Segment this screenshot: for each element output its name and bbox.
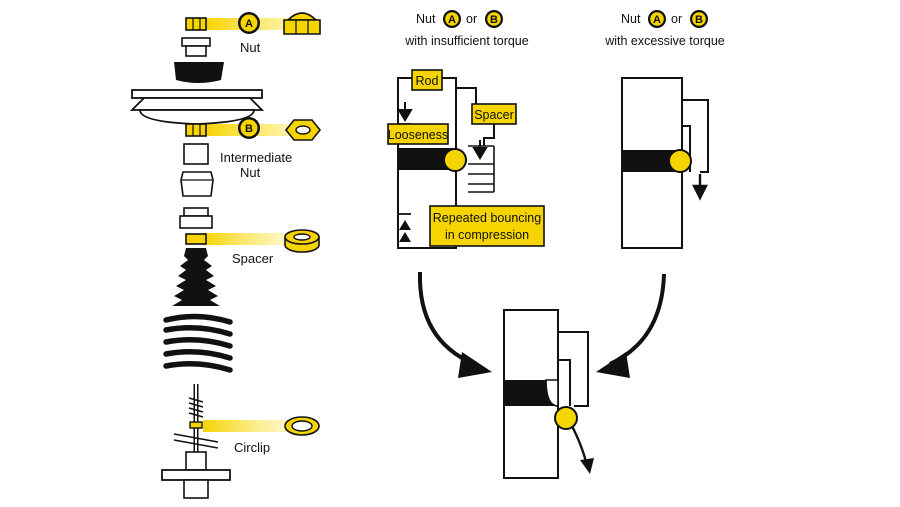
converge-arrows xyxy=(417,271,666,378)
badge-a: A xyxy=(238,12,260,34)
damper-body xyxy=(185,451,207,471)
rod-spring xyxy=(188,397,204,418)
badge-b: B xyxy=(238,117,260,139)
intermediate-sleeve xyxy=(183,143,209,165)
svg-text:Nut: Nut xyxy=(621,12,641,26)
spacer-beam xyxy=(203,233,301,245)
svg-text:or: or xyxy=(671,12,682,26)
curved-arrow-right xyxy=(609,273,666,366)
svg-text:A: A xyxy=(448,14,456,26)
circlip-beam xyxy=(203,420,301,432)
ejection-arrow xyxy=(570,425,588,463)
circlip-ring-icon xyxy=(284,416,320,436)
result-panel xyxy=(503,309,594,479)
spacer-label-box: Spacer xyxy=(471,103,517,125)
svg-text:in compression: in compression xyxy=(445,228,529,242)
rod-label-box: Rod xyxy=(411,69,443,91)
svg-text:B: B xyxy=(695,14,703,26)
svg-text:Nut: Nut xyxy=(416,12,436,26)
svg-text:Repeated bouncing: Repeated bouncing xyxy=(433,211,541,225)
break-line xyxy=(173,433,219,449)
intermediate-label-line2: Nut xyxy=(240,165,261,180)
svg-text:Spacer: Spacer xyxy=(474,108,514,122)
svg-text:B: B xyxy=(245,123,253,135)
svg-text:with insufficient torque: with insufficient torque xyxy=(404,34,528,48)
hex-nut-icon xyxy=(284,119,322,141)
spacer-down-arrow xyxy=(472,140,488,160)
dust-boot xyxy=(172,248,220,306)
curved-arrow-left xyxy=(417,271,475,366)
panel-excessive-title: Nut A or B with excessive torque xyxy=(604,10,725,48)
nut-a-small xyxy=(185,17,207,31)
rod-thread-band-excessive xyxy=(622,150,682,172)
coil-spring xyxy=(163,313,233,373)
circlip-label: Circlip xyxy=(234,440,270,455)
svg-text:Looseness: Looseness xyxy=(388,128,448,142)
bounce-up-arrow-1 xyxy=(399,220,411,230)
panel-insufficient-torque: Nut A or B with insufficient torque xyxy=(387,10,545,249)
cap-nut-icon xyxy=(283,12,321,35)
circlip-ball-loose xyxy=(443,148,467,172)
nut-b-small xyxy=(185,123,207,137)
svg-text:with excessive torque: with excessive torque xyxy=(604,34,725,48)
spacer-ring-icon xyxy=(284,229,320,253)
panel-excessive-torque: Nut A or B with excessive torque xyxy=(604,10,725,249)
spacer-outline-result xyxy=(558,331,589,407)
circlip-ball-deformed xyxy=(668,149,692,173)
panel-insufficient-title: Nut A or B with insufficient torque xyxy=(404,10,529,48)
bouncing-label-box: Repeated bouncing in compression xyxy=(429,205,545,247)
exploded-view: A B Nut Intermediate Nut Spacer Circlip xyxy=(129,12,322,499)
bump-stop xyxy=(180,171,214,197)
spacer-small xyxy=(185,233,207,245)
excessive-down-arrow xyxy=(692,174,708,201)
circlip-ring-small xyxy=(189,421,203,429)
svg-text:Rod: Rod xyxy=(416,74,439,88)
top-mount-plate xyxy=(129,89,265,125)
bearing-seat-top xyxy=(183,207,209,217)
damper-base xyxy=(183,479,209,499)
damper-flange xyxy=(161,469,231,481)
looseness-label-box: Looseness xyxy=(387,123,449,145)
intermediate-label-line1: Intermediate xyxy=(220,150,292,165)
svg-text:A: A xyxy=(653,14,661,26)
circlip-ball-ejected xyxy=(554,406,578,430)
svg-text:or: or xyxy=(466,12,477,26)
circlip-notch xyxy=(545,379,559,407)
svg-text:B: B xyxy=(490,14,498,26)
svg-text:A: A xyxy=(245,18,253,30)
rod-thread-band xyxy=(398,148,456,170)
rubber-mount xyxy=(174,62,224,83)
bounce-up-arrow-2 xyxy=(399,232,411,242)
nut-label: Nut xyxy=(240,40,261,55)
looseness-arrow xyxy=(397,102,413,122)
bearing-seat xyxy=(179,215,213,229)
spacer-label: Spacer xyxy=(232,251,274,266)
top-washer xyxy=(181,37,211,47)
spacer-outline-excessive xyxy=(682,99,709,173)
top-collar xyxy=(185,45,207,57)
